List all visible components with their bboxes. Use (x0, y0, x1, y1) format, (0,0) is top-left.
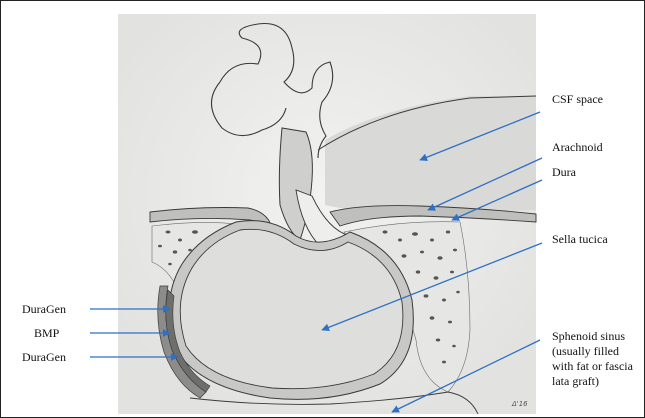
artist-signature: Δ'16 (512, 400, 528, 408)
label-arachnoid: Arachnoid (552, 140, 603, 154)
label-csf-space: CSF space (552, 92, 603, 106)
label-dura: Dura (552, 165, 576, 179)
label-sphenoid-line4: lata graft) (552, 374, 599, 388)
label-bmp: BMP (34, 326, 59, 340)
label-sella: Sella tucica (552, 232, 608, 246)
label-sphenoid-line1: Sphenoid sinus (552, 329, 625, 343)
label-duragen-top: DuraGen (22, 302, 66, 316)
sella-interior (180, 229, 403, 388)
label-sphenoid-line2: (usually filled (552, 344, 619, 358)
label-sphenoid-line3: with fat or fascia (552, 359, 633, 373)
label-duragen-bottom: DuraGen (22, 350, 66, 364)
